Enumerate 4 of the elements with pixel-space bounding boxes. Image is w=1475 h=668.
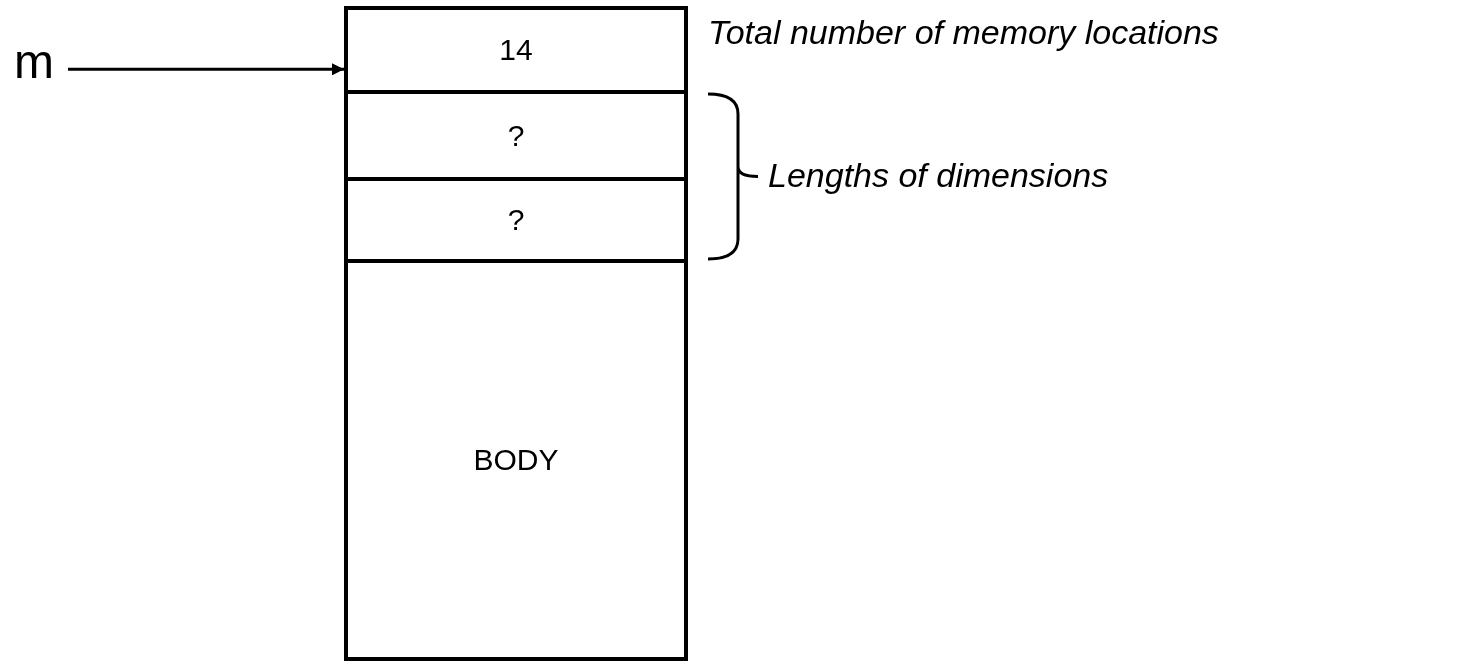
brace-label: Lengths of dimensions: [768, 154, 1109, 196]
pointer-label: m: [14, 38, 54, 86]
arrow: [68, 63, 344, 76]
field-description: Total number of memory locations: [708, 12, 1219, 53]
